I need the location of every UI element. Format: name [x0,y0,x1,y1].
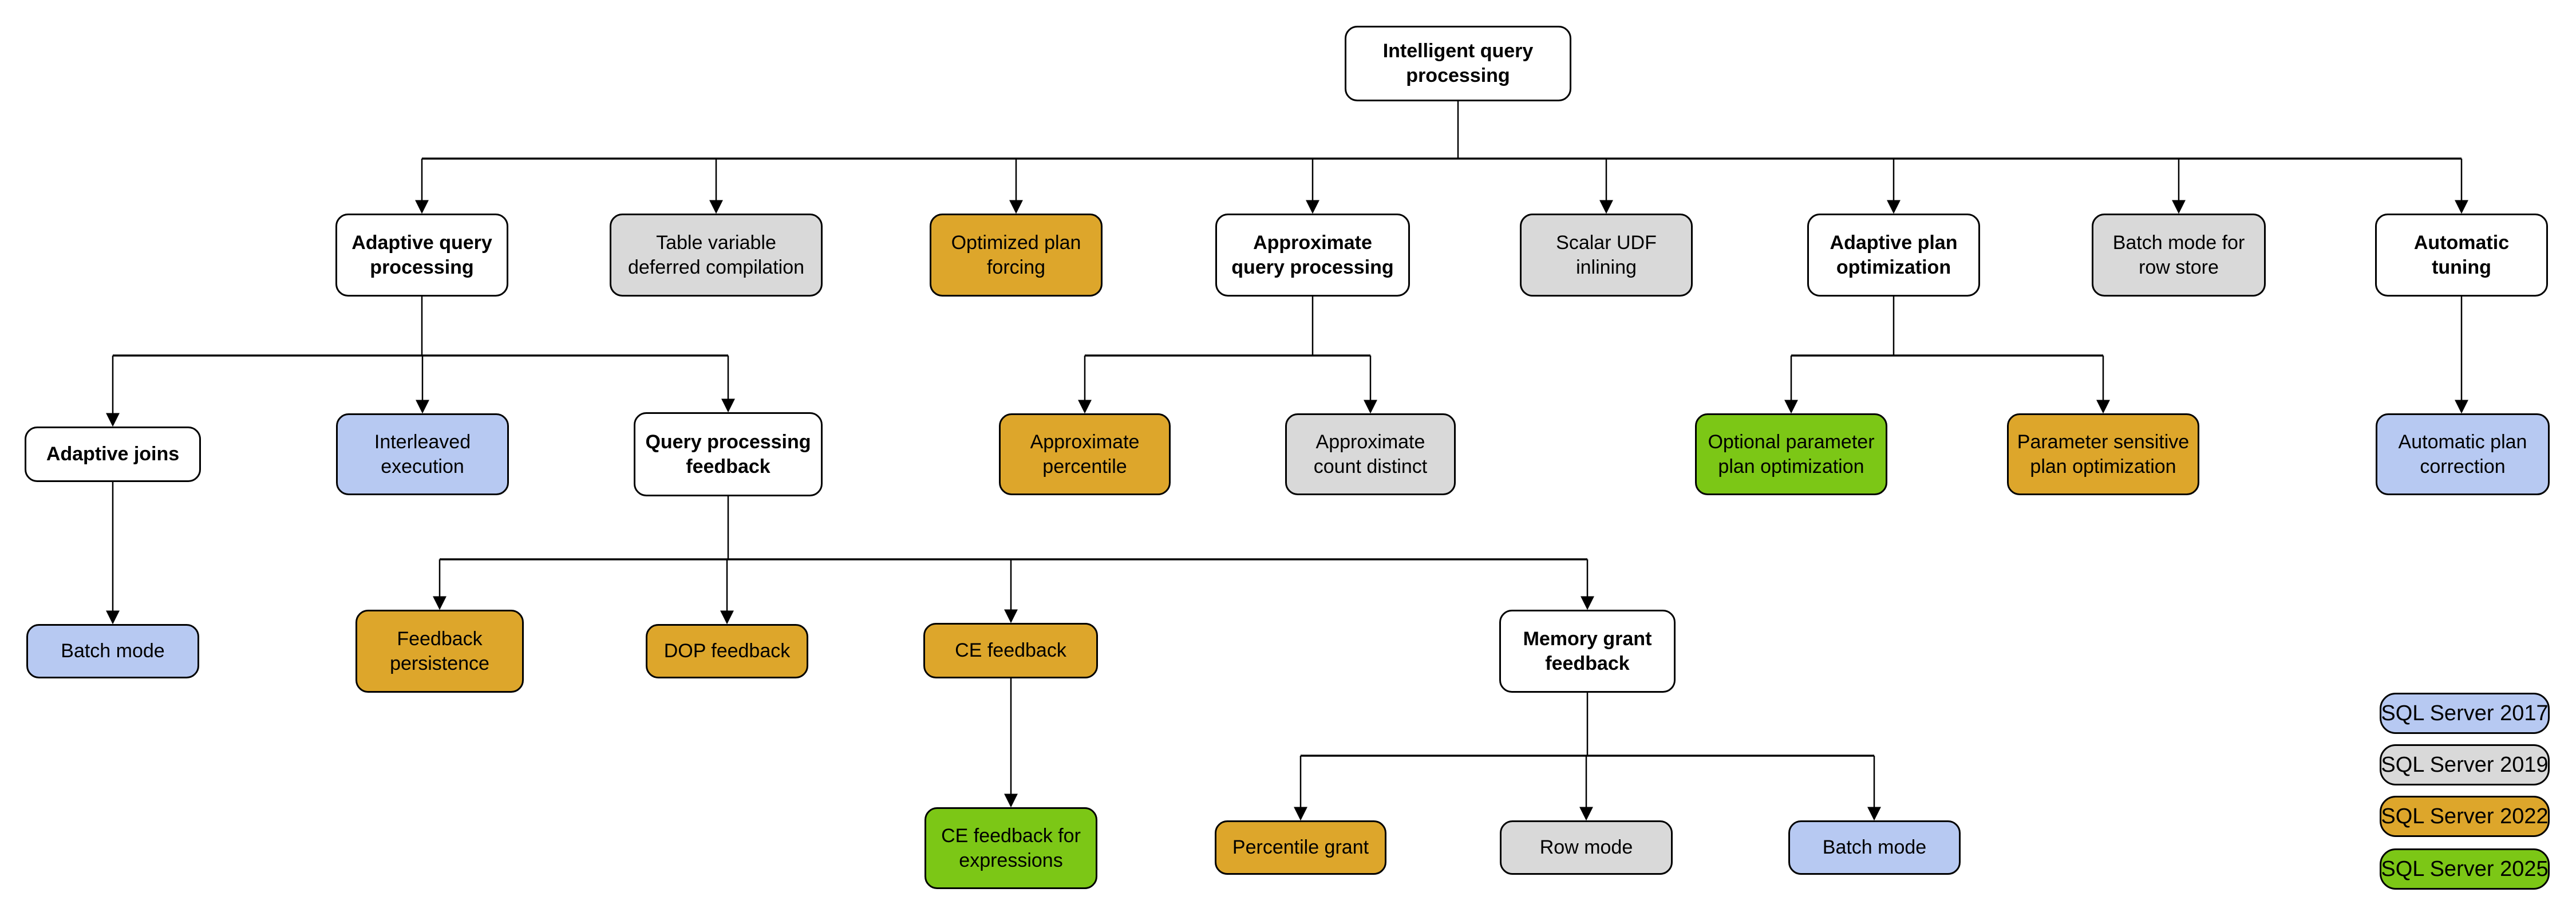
node-label: Batch mode [61,640,165,662]
node-label: Intelligent query processing [1382,40,1534,86]
node-label: Batch mode [1822,836,1927,858]
node-label: Approximate query processing [1231,231,1394,278]
node-label: Row mode [1539,836,1633,858]
node-label: Approximate count distinct [1313,431,1428,477]
node-approximate-count-distinct: Approximate count distinct [1285,413,1456,495]
node-label: CE feedback for expressions [941,824,1081,871]
node-query-processing-feedback: Query processing feedback [634,412,823,496]
legend-label: SQL Server 2019 [2381,752,2549,777]
node-interleaved-execution: Interleaved execution [336,413,509,495]
node-batch-mode-adaptive-joins: Batch mode [26,624,199,678]
legend-sql-server-2017: SQL Server 2017 [2380,693,2550,734]
node-label: Feedback persistence [390,627,489,674]
node-label: Parameter sensitive plan optimization [2017,431,2190,477]
node-label: CE feedback [955,639,1066,661]
node-label: DOP feedback [663,640,791,662]
node-label: Automatic tuning [2413,231,2510,278]
legend-sql-server-2022: SQL Server 2022 [2380,796,2550,837]
legend-label: SQL Server 2017 [2381,701,2549,725]
node-label: Memory grant feedback [1523,627,1652,674]
node-label: Adaptive query processing [351,231,492,278]
node-dop-feedback: DOP feedback [646,624,808,678]
node-ce-feedback: CE feedback [923,623,1098,678]
node-batch-mode-for-row-store: Batch mode for row store [2092,214,2266,297]
node-intelligent-query-processing: Intelligent query processing [1345,26,1571,101]
node-label: Query processing feedback [645,431,811,477]
node-automatic-tuning: Automatic tuning [2375,214,2548,297]
node-ce-feedback-for-expressions: CE feedback for expressions [924,807,1097,889]
node-label: Automatic plan correction [2398,431,2527,477]
node-batch-mode-memory-grant: Batch mode [1788,820,1961,875]
node-optional-parameter-plan-optimization: Optional parameter plan optimization [1695,413,1887,495]
node-label: Optimized plan forcing [951,231,1081,278]
node-automatic-plan-correction: Automatic plan correction [2376,413,2550,495]
node-label: Scalar UDF inlining [1556,231,1657,278]
node-approximate-query-processing: Approximate query processing [1215,214,1410,297]
node-parameter-sensitive-plan-optimization: Parameter sensitive plan optimization [2007,413,2199,495]
node-memory-grant-feedback: Memory grant feedback [1499,610,1676,693]
node-adaptive-query-processing: Adaptive query processing [335,214,508,297]
node-label: Percentile grant [1232,836,1369,858]
node-label: Batch mode for row store [2112,231,2245,278]
node-label: Optional parameter plan optimization [1708,431,1875,477]
node-label: Adaptive plan optimization [1830,231,1958,278]
legend-sql-server-2019: SQL Server 2019 [2380,744,2550,785]
node-label: Table variable deferred compilation [627,231,805,278]
node-label: Adaptive joins [46,443,180,465]
node-approximate-percentile: Approximate percentile [999,413,1171,495]
node-feedback-persistence: Feedback persistence [355,610,524,693]
node-adaptive-joins: Adaptive joins [25,427,201,482]
legend-label: SQL Server 2025 [2381,856,2549,881]
node-adaptive-plan-optimization: Adaptive plan optimization [1807,214,1980,297]
node-percentile-grant: Percentile grant [1215,820,1386,875]
node-label: Approximate percentile [1030,431,1140,477]
node-scalar-udf-inlining: Scalar UDF inlining [1520,214,1693,297]
node-row-mode: Row mode [1500,820,1673,875]
node-label: Interleaved execution [374,431,471,477]
legend-label: SQL Server 2022 [2381,804,2549,828]
legend-sql-server-2025: SQL Server 2025 [2380,848,2550,890]
node-optimized-plan-forcing: Optimized plan forcing [930,214,1103,297]
node-table-variable-deferred-compilation: Table variable deferred compilation [610,214,823,297]
